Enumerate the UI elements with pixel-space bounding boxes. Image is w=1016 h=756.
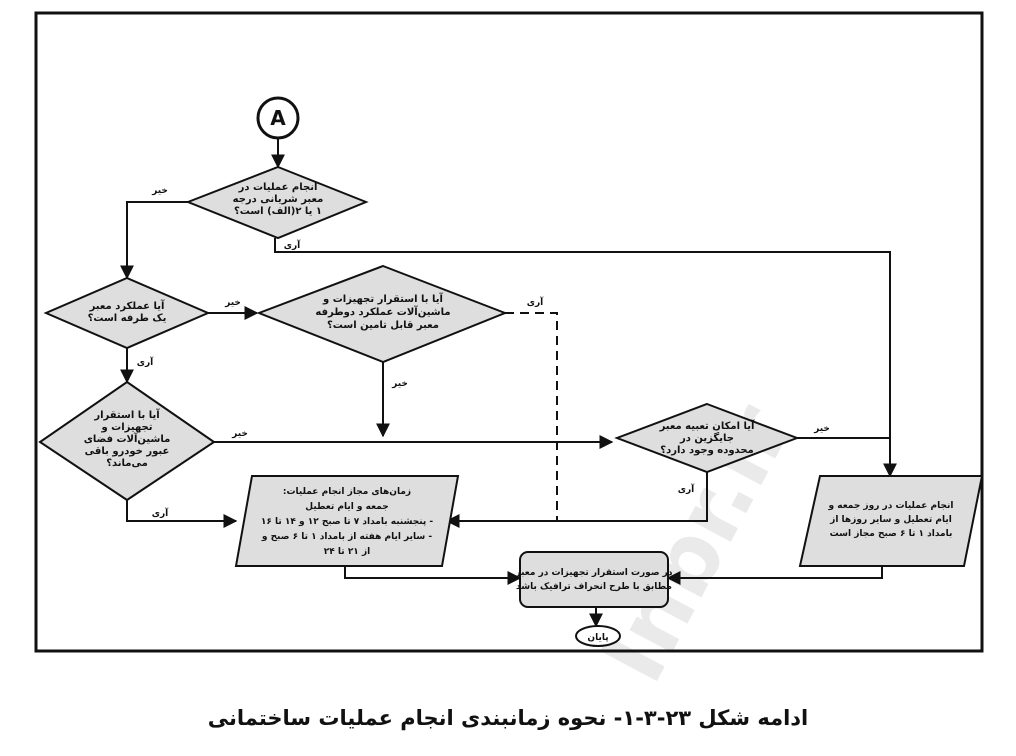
edge-labels: خیر آری خیر آری آری خیر خیر آری خیر آری bbox=[137, 186, 830, 519]
edge-p1-r1 bbox=[344, 566, 522, 585]
edge-label-d3-yes: آری bbox=[527, 296, 544, 308]
text-line: ماشین‌آلات فضای bbox=[84, 432, 171, 445]
text-line: تجهیزات و bbox=[100, 422, 152, 433]
edge-d4-p1 bbox=[126, 500, 238, 528]
edge-d1-p2 bbox=[274, 238, 897, 478]
terminal-end-label: پایان bbox=[587, 633, 608, 643]
text-line: انجام عملیات در bbox=[238, 182, 318, 193]
text-line: - پنجشنبه بامداد ۷ تا صبح ۱۲ و ۱۴ تا ۱۶ bbox=[261, 517, 434, 527]
text-line: - سایر ایام هفته از بامداد ۱ تا ۶ صبح و bbox=[261, 532, 433, 542]
text-line: معبر قابل تامین است؟ bbox=[327, 320, 439, 331]
text-line: ایام تعطیل و سایر روزها از bbox=[829, 515, 952, 525]
terminal-end: پایان bbox=[575, 625, 621, 647]
text-line: آیا امکان تعبیه معبر bbox=[659, 419, 755, 432]
text-line: ۱ یا ۲(الف) است؟ bbox=[234, 206, 322, 217]
edges bbox=[120, 138, 897, 628]
text-line: بامداد ۱ تا ۶ صبح مجاز است bbox=[830, 529, 953, 539]
text-line: آیا با استقرار bbox=[93, 408, 160, 421]
edge-label-d1-no: خیر bbox=[151, 186, 168, 196]
text-line: آیا عملکرد معبر bbox=[89, 299, 165, 312]
edge-label-d5-yes: آری bbox=[678, 483, 695, 495]
edge-label-d1-yes: آری bbox=[284, 239, 301, 251]
edge-label-d3-no: خیر bbox=[391, 379, 408, 389]
edge-d1-d2 bbox=[120, 201, 188, 280]
edge-label-d2-yes: آری bbox=[137, 356, 154, 368]
text-line: می‌ماند؟ bbox=[106, 458, 148, 469]
process-p1: زمان‌های مجاز انجام عملیات: جمعه و ایام ت… bbox=[234, 475, 460, 567]
connector-a-label: A bbox=[270, 106, 286, 130]
text-line: جمعه و ایام تعطیل bbox=[305, 502, 388, 512]
process-p2: انجام عملیات در روز جمعه و ایام تعطیل و س… bbox=[798, 475, 984, 567]
edge-label-d4-no: خیر bbox=[231, 429, 248, 439]
figure-caption: ادامه شکل ۲۳-۳-۱- نحوه زمانبندی انجام عم… bbox=[208, 706, 809, 730]
edge-label-d4-yes: آری bbox=[152, 507, 169, 519]
text-line: در صورت استقرار تجهیزات در معبر bbox=[515, 568, 673, 578]
text-line: ماشین‌آلات عملکرد دوطرفه bbox=[315, 305, 450, 318]
process-p2-text: انجام عملیات در روز جمعه و ایام تعطیل و س… bbox=[828, 501, 954, 539]
process-r1-text: در صورت استقرار تجهیزات در معبر مطابق با … bbox=[515, 568, 673, 592]
edge-d5-p1 bbox=[445, 470, 708, 528]
text-line: محدوده وجود دارد؟ bbox=[660, 445, 753, 456]
diagram-frame bbox=[34, 11, 984, 653]
edge-p2-r1 bbox=[666, 566, 883, 585]
process-r1: در صورت استقرار تجهیزات در معبر مطابق با … bbox=[515, 551, 673, 608]
text-line: جایگزین در bbox=[679, 431, 734, 444]
connector-a: A bbox=[256, 96, 300, 140]
text-line: عبور خودرو باقی bbox=[85, 446, 170, 457]
text-line: معبر شریانی درجه bbox=[233, 194, 324, 205]
edge-label-d5-no: خیر bbox=[813, 424, 830, 434]
process-p1-text: زمان‌های مجاز انجام عملیات: جمعه و ایام ت… bbox=[261, 487, 434, 557]
text-line: زمان‌های مجاز انجام عملیات: bbox=[283, 487, 411, 497]
text-line: یک طرفه است؟ bbox=[88, 313, 167, 324]
text-line: آیا با استقرار تجهیزات و bbox=[322, 292, 443, 305]
edge-d3-p1-dashed bbox=[505, 312, 558, 521]
text-line: مطابق با طرح انحراف ترافیک باشد bbox=[516, 582, 672, 592]
text-line: انجام عملیات در روز جمعه و bbox=[828, 501, 954, 511]
edge-label-d2-no: خیر bbox=[224, 298, 241, 308]
text-line: از ۲۱ تا ۲۴ bbox=[324, 547, 370, 557]
